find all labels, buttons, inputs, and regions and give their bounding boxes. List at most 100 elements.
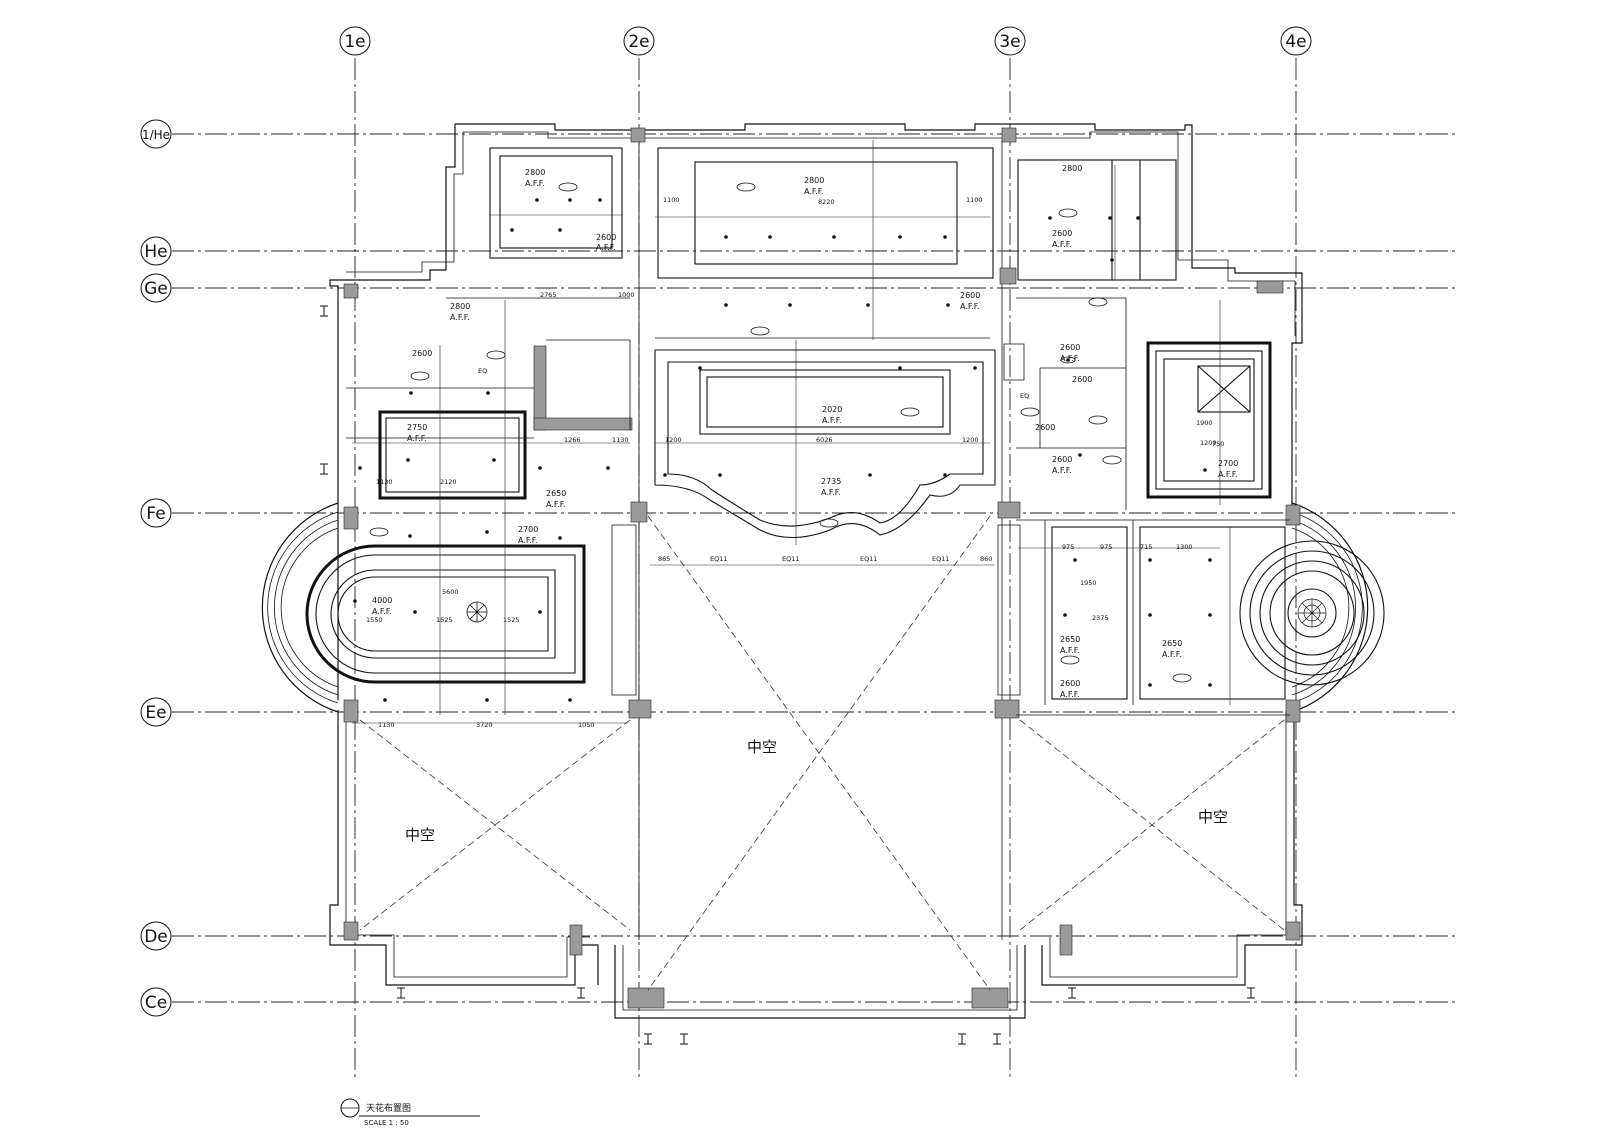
- ceiling-note: A.F.F.: [804, 187, 824, 196]
- grid-row-label: Ce: [145, 993, 167, 1013]
- void-label-right: 中空: [1198, 808, 1228, 826]
- dimension: 975: [1062, 543, 1074, 551]
- grid-col-label: 4e: [1285, 32, 1306, 52]
- grid-lines: [172, 58, 1458, 1078]
- dimension: 1050: [578, 721, 595, 729]
- dimension: 1300: [1176, 543, 1193, 551]
- dimension: 715: [1140, 543, 1152, 551]
- dimension: EQ11: [710, 555, 728, 563]
- ceiling-height: 2600: [1072, 375, 1092, 384]
- ceiling-note: A.F.F.: [822, 416, 842, 425]
- dimension: 8220: [818, 198, 835, 206]
- dimension: 1100: [663, 196, 680, 204]
- grid-row-label: De: [144, 927, 168, 947]
- dimension: 975: [1100, 543, 1112, 551]
- ceiling-height: 2650: [1162, 639, 1182, 648]
- dimension: 865: [658, 555, 670, 563]
- interior-walls: [346, 297, 1290, 716]
- dimension: 860: [980, 555, 992, 563]
- ceiling-outlines: [305, 147, 1385, 700]
- ceiling-height: 2700: [1218, 459, 1238, 468]
- dimension: 1525: [503, 616, 520, 624]
- ceiling-note: A.F.F.: [372, 607, 392, 616]
- ceiling-note: A.F.F.: [450, 313, 470, 322]
- ceiling-height: 2800: [804, 176, 824, 185]
- dimension: 2375: [1092, 614, 1109, 622]
- ceiling-note: A.F.F.: [1162, 650, 1182, 659]
- ceiling-note: A.F.F.: [1052, 466, 1072, 475]
- ceiling-height: 2800: [525, 168, 545, 177]
- dimension: 1130: [378, 721, 395, 729]
- dimension: EQ11: [932, 555, 950, 563]
- ceiling-note: A.F.F.: [407, 434, 427, 443]
- grid-row-label: He: [144, 242, 167, 262]
- ceiling-height: 2735: [821, 477, 841, 486]
- ceiling-note: A.F.F.: [1060, 646, 1080, 655]
- ceiling-note: A.F.F.: [1218, 470, 1238, 479]
- structural-columns: [343, 127, 1301, 1009]
- drawing-title: 天花布置图: [366, 1102, 411, 1114]
- grid-row-label: Ee: [145, 703, 166, 723]
- grid-bubble-row-7: Ce: [140, 987, 172, 1017]
- dimension: EQ11: [860, 555, 878, 563]
- grid-col-label: 3e: [999, 32, 1020, 52]
- dimension: 1550: [366, 616, 383, 624]
- dimension: 1200: [665, 436, 682, 444]
- ceiling-height: 2600: [1052, 455, 1072, 464]
- grid-bubble-row-2: He: [140, 236, 172, 266]
- right-bay-window: [1291, 502, 1369, 713]
- dimension: 2120: [440, 478, 457, 486]
- ceiling-height: 2750: [407, 423, 427, 432]
- ceiling-height: 2020: [822, 405, 842, 414]
- grid-col-label: 2e: [628, 32, 649, 52]
- ceiling-note: A.F.F.: [1060, 690, 1080, 699]
- chandelier-icon: [1297, 598, 1327, 628]
- dimension: 1950: [1080, 579, 1097, 587]
- dimension-lines: [352, 140, 1231, 724]
- void-label-left: 中空: [405, 826, 435, 844]
- downlights: [353, 198, 1212, 702]
- grid-row-label: Ge: [144, 279, 168, 299]
- grid-bubble-row-4: Fe: [140, 498, 172, 528]
- left-bay-window: [261, 502, 339, 713]
- grid-row-label: Fe: [146, 504, 165, 524]
- grid-bubble-col-4: 4e: [1280, 26, 1312, 56]
- ceiling-note: A.F.F.: [821, 488, 841, 497]
- grid-bubble-col-3: 3e: [994, 26, 1026, 56]
- dimension: 1266: [564, 436, 581, 444]
- dimension: 1000: [618, 291, 635, 299]
- grid-bubble-row-6: De: [140, 921, 172, 951]
- dimension: 750: [1212, 440, 1224, 448]
- ceiling-height: 2650: [546, 489, 566, 498]
- dimension: 1200: [962, 436, 979, 444]
- dimension: 1130: [376, 478, 393, 486]
- grid-col-label: 1e: [344, 32, 365, 52]
- ceiling-note: A.F.F.: [525, 179, 545, 188]
- ceiling-note: A.F.F.: [1052, 240, 1072, 249]
- ceiling-height: 2600: [1060, 679, 1080, 688]
- ceiling-height: 2600: [1035, 423, 1055, 432]
- ceiling-note: A.F.F.: [960, 302, 980, 311]
- dimension: EQ: [1020, 392, 1029, 400]
- dimension: 6026: [816, 436, 833, 444]
- ceiling-height: 4000: [372, 596, 392, 605]
- ceiling-height: 2600: [1052, 229, 1072, 238]
- ceiling-height: 2600: [1060, 343, 1080, 352]
- ceiling-height: 2700: [518, 525, 538, 534]
- ceiling-height: 2800: [1062, 164, 1082, 173]
- ceiling-note: A.F.F.: [518, 536, 538, 545]
- void-diagonals: [359, 515, 1285, 991]
- cove-light-icons: [369, 182, 1192, 683]
- dimension: 3720: [476, 721, 493, 729]
- drawing-scale: SCALE 1 : 50: [364, 1119, 409, 1127]
- dimension: 1525: [436, 616, 453, 624]
- drawing-title-block: 天花布置图 SCALE 1 : 50: [340, 1098, 480, 1127]
- dimension: 1130: [612, 436, 629, 444]
- ceiling-height: 2600: [596, 233, 616, 242]
- grid-bubble-row-5: Ee: [140, 697, 172, 727]
- void-label-center: 中空: [747, 738, 777, 756]
- ceiling-height-tags: 2800 A.F.F. 2600 A.F.F. 2800 A.F.F. 2800…: [372, 164, 1238, 699]
- ceiling-height: 2800: [450, 302, 470, 311]
- dimension: EQ: [478, 367, 487, 375]
